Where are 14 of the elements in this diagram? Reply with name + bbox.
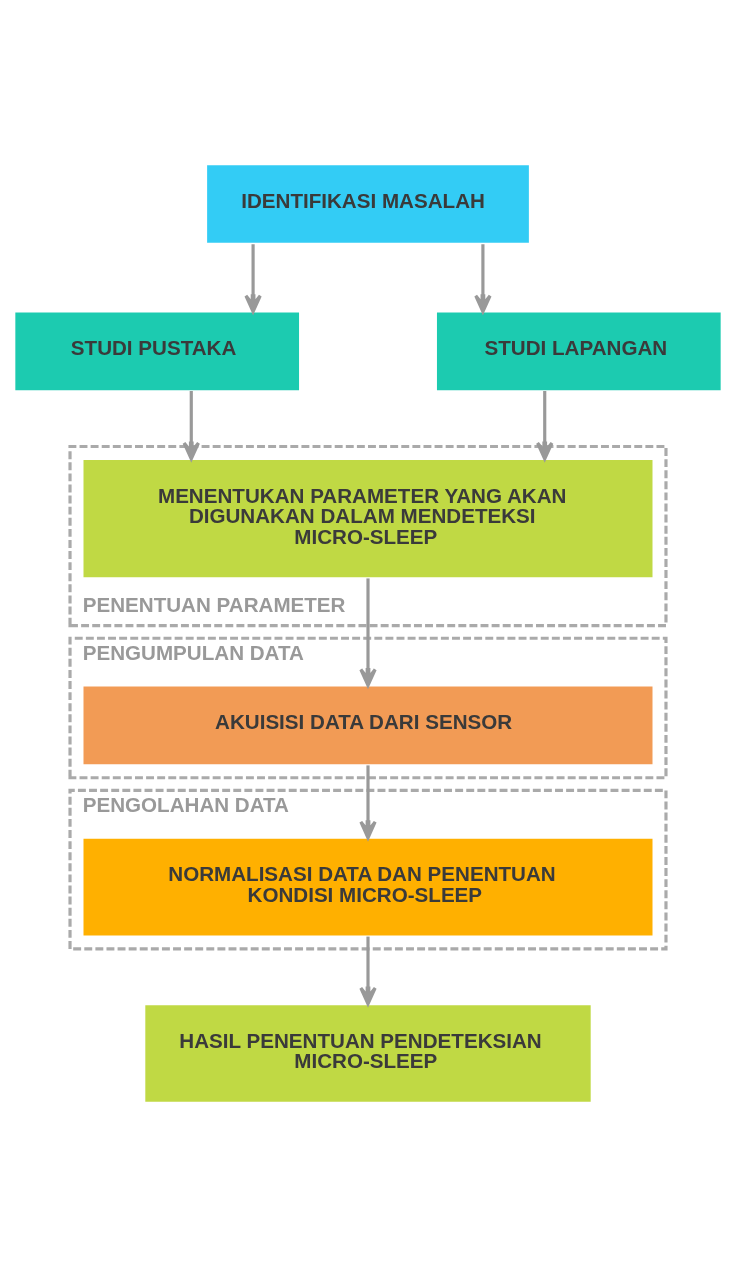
node-box: MENENTUKAN PARAMETER YANG AKAN DIGUNAKAN DALAM MENDETEKSI MICRO-SLEEP xyxy=(81,457,655,579)
arrow xyxy=(244,243,262,313)
arrow xyxy=(359,936,377,1006)
arrow xyxy=(474,243,492,313)
node-box: AKUISISI DATA DARI SENSOR xyxy=(81,684,655,766)
node-box: IDENTIFIKASI MASALAH xyxy=(205,163,531,244)
node-box: HASIL PENENTUAN PENDETEKSIAN MICRO-SLEEP xyxy=(143,1003,593,1103)
node-box: NORMALISASI DATA DAN PENENTUAN KONDISI MICRO-SLEEP xyxy=(81,836,655,937)
arrow xyxy=(359,764,377,839)
arrow xyxy=(359,577,377,687)
node-box: STUDI PUSTAKA xyxy=(13,310,301,392)
node-box: STUDI LAPANGAN xyxy=(435,310,723,392)
arrow xyxy=(182,390,200,461)
arrow xyxy=(536,390,554,461)
